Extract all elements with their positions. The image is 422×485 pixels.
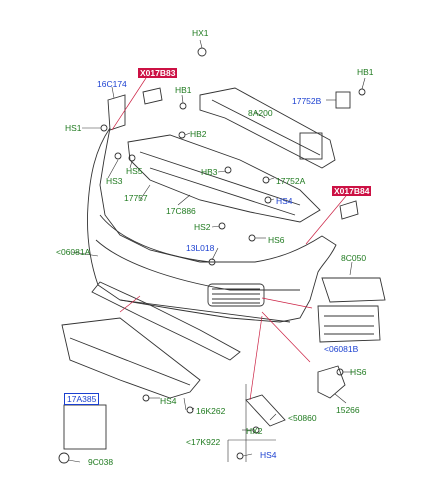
undershield — [61, 317, 201, 399]
label-hs2: HS2 — [194, 222, 211, 232]
label-17k922: <17K922 — [186, 437, 221, 447]
label-hs6-right: HS6 — [350, 367, 367, 377]
side-grille-insert — [317, 305, 381, 343]
label-06081b: <06081B — [324, 344, 359, 354]
label-8a200: 8A200 — [248, 108, 273, 118]
label-hx1: HX1 — [192, 28, 209, 38]
side-bracket — [317, 365, 346, 399]
reinforcement-beam — [199, 87, 336, 169]
bumper-grille-opening — [99, 214, 255, 263]
label-hb3: HB3 — [201, 167, 218, 177]
label-16c174: 16C174 — [97, 79, 127, 89]
label-17a385: 17A385 — [64, 393, 100, 405]
side-grille-frame — [321, 277, 386, 303]
label-16k262: 16K262 — [196, 406, 226, 416]
label-17752a: 17752A — [276, 176, 306, 186]
bumper-cover — [87, 127, 337, 323]
label-hb1-right: HB1 — [357, 67, 374, 77]
label-hs1: HS1 — [65, 123, 82, 133]
label-50860: <50860 — [288, 413, 317, 423]
label-hs5: HS5 — [126, 166, 143, 176]
tow-eye-cover-right — [339, 200, 359, 220]
label-hs4-low: HS4 — [160, 396, 177, 406]
lower-trim — [245, 394, 286, 427]
label-hb1-left: HB1 — [175, 85, 192, 95]
label-hs3: HS3 — [106, 176, 123, 186]
label-hs4-mid: HS4 — [276, 196, 293, 206]
tow-eye-cover-left — [142, 87, 163, 105]
label-x017b84: X017B84 — [332, 186, 372, 196]
lower-grille — [207, 283, 265, 307]
right-sensor-bracket — [335, 91, 351, 109]
label-06081a: <06081A — [56, 247, 91, 257]
label-17c886: 17C886 — [166, 206, 196, 216]
label-hs4-bottom: HS4 — [260, 450, 277, 460]
label-hs6-mid: HS6 — [268, 235, 285, 245]
energy-absorber — [127, 134, 321, 223]
label-x017b83: X017B83 — [138, 68, 178, 78]
label-9c038: 9C038 — [88, 457, 114, 467]
label-hb2: HB2 — [190, 129, 207, 139]
label-hx2: HX2 — [246, 426, 263, 436]
left-bracket — [107, 94, 126, 131]
licence-plate-bracket — [63, 404, 107, 450]
label-17752b: 17752B — [292, 96, 322, 106]
label-15266: 15266 — [336, 405, 360, 415]
front-lip — [91, 281, 241, 361]
label-8c050: 8C050 — [341, 253, 367, 263]
label-13l018: 13L018 — [186, 243, 215, 253]
label-17757: 17757 — [124, 193, 148, 203]
